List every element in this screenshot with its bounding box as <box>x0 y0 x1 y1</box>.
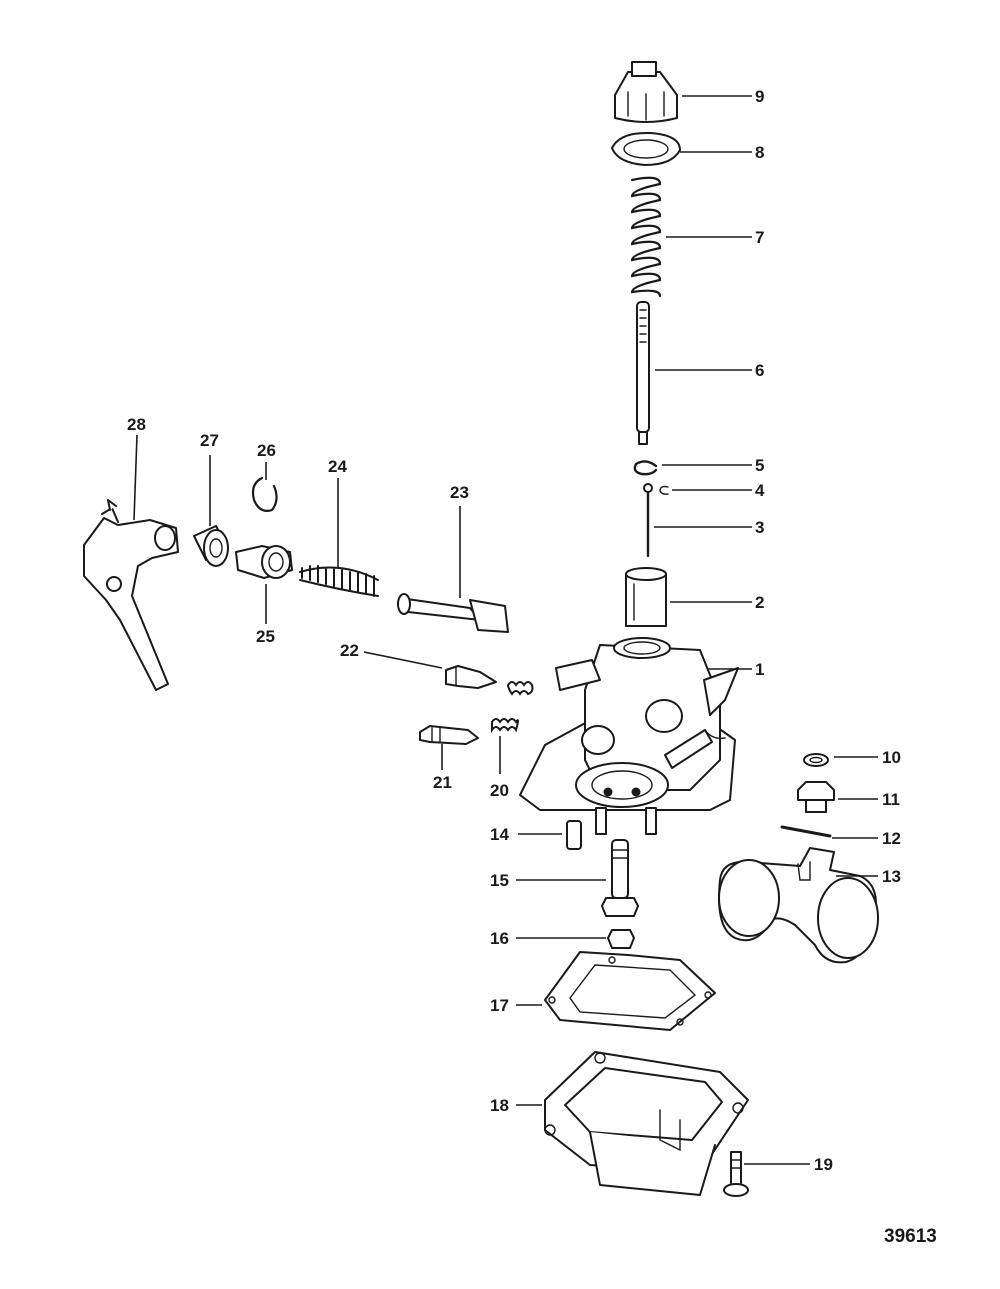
callout-27: 27 <box>200 431 219 450</box>
callout-13: 13 <box>882 867 901 886</box>
part-12-pin <box>780 825 832 838</box>
callout-5: 5 <box>755 456 764 475</box>
part-10-washer <box>803 753 829 767</box>
part-18-float-bowl <box>544 1051 749 1196</box>
callout-4: 4 <box>755 481 765 500</box>
part-20-small-spring <box>491 718 519 734</box>
part-8-plate <box>611 131 681 166</box>
part-21-pilot-screw <box>419 725 479 745</box>
part-22-spring <box>506 681 534 696</box>
callout-25: 25 <box>256 627 275 646</box>
leader-lines <box>133 95 878 1165</box>
callout-10: 10 <box>882 748 901 767</box>
part-5-clip <box>633 460 658 476</box>
part-6-rod <box>636 301 650 445</box>
callout-22: 22 <box>340 641 359 660</box>
part-26-circlip <box>251 476 278 512</box>
callout-15: 15 <box>490 871 509 890</box>
part-2-slide <box>625 567 667 627</box>
callout-11: 11 <box>882 790 900 809</box>
part-24-spring <box>299 565 379 597</box>
callout-16: 16 <box>490 929 509 948</box>
part-11-plug <box>797 781 835 813</box>
callout-8: 8 <box>755 143 764 162</box>
callout-14: 14 <box>490 825 509 844</box>
part-25-fitting <box>235 545 293 579</box>
part-9-cap <box>614 61 678 123</box>
part-1-carburetor-body <box>519 637 739 835</box>
part-4-small-clip <box>659 485 669 495</box>
callout-20: 20 <box>490 781 509 800</box>
callout-23: 23 <box>450 483 469 502</box>
part-3-needle <box>643 483 653 558</box>
callout-labels: 9 8 7 6 5 4 3 2 1 10 11 12 13 14 15 16 1… <box>127 87 901 1174</box>
callout-7: 7 <box>755 228 764 247</box>
part-28-choke-lever <box>83 499 179 691</box>
part-15-main-jet <box>601 839 639 917</box>
figure-number: 39613 <box>884 1226 937 1247</box>
callout-17: 17 <box>490 996 509 1015</box>
callout-1: 1 <box>755 660 764 679</box>
part-16-jet <box>607 929 635 949</box>
callout-9: 9 <box>755 87 764 106</box>
part-14-sleeve <box>566 820 582 850</box>
part-27-bushing <box>193 525 229 567</box>
part-13-float <box>718 847 879 964</box>
callout-28: 28 <box>127 415 146 434</box>
callout-21: 21 <box>433 773 452 792</box>
part-19-screw <box>723 1151 749 1197</box>
part-7-spring <box>630 176 662 298</box>
part-23-choke-plunger <box>397 593 509 633</box>
part-22-idle-screw <box>445 665 497 689</box>
callout-24: 24 <box>328 457 347 476</box>
callout-2: 2 <box>755 593 764 612</box>
callout-3: 3 <box>755 518 764 537</box>
callout-19: 19 <box>814 1155 833 1174</box>
callout-12: 12 <box>882 829 901 848</box>
callout-26: 26 <box>257 441 276 460</box>
callout-18: 18 <box>490 1096 509 1115</box>
part-17-gasket <box>544 951 716 1031</box>
callout-6: 6 <box>755 361 764 380</box>
